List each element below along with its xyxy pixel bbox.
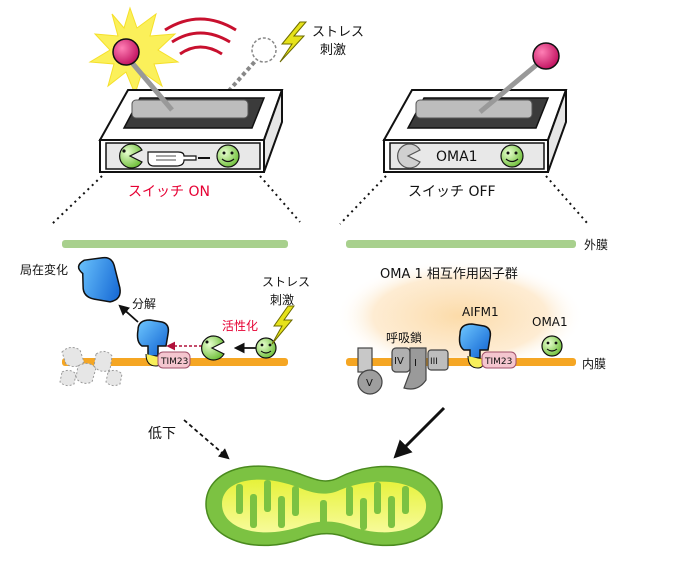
stress-label-top-line1: ストレス bbox=[312, 25, 364, 40]
aifm1-protein bbox=[458, 323, 492, 359]
stress-left-line1: ストレス bbox=[262, 275, 310, 289]
outer-membrane-left bbox=[62, 240, 288, 248]
stress-left-line2: 刺激 bbox=[270, 293, 294, 307]
switch-off-group: OMA1 スイッチ OFF bbox=[339, 42, 589, 225]
outer-membrane-label: 外膜 bbox=[584, 238, 608, 252]
complex-iii: III bbox=[427, 349, 449, 371]
inactive-oma1-smiley bbox=[255, 337, 277, 359]
interactor-halo bbox=[336, 260, 584, 372]
dashed-arrow-to-mito bbox=[183, 419, 230, 460]
stress-label-top-line2: 刺激 bbox=[320, 43, 346, 58]
decrease-label: 低下 bbox=[148, 426, 176, 442]
zoom-line-left-a bbox=[51, 175, 103, 225]
tim23-right-label: TIM23 bbox=[484, 357, 512, 367]
switch-knob bbox=[112, 38, 140, 66]
left-membrane-panel: 局在変化 分解 TIM23 活性化 bbox=[20, 240, 310, 387]
pointing-hand-icon bbox=[147, 151, 210, 167]
svg-text:V: V bbox=[366, 378, 373, 389]
bottom-outcome: 低下 bbox=[148, 406, 446, 547]
switch-lever bbox=[126, 56, 174, 112]
switch-on-group: ストレス 刺激 スイッチ ON bbox=[51, 6, 364, 225]
switch-lever-off bbox=[478, 60, 542, 114]
switch-off-panel-text: OMA1 bbox=[436, 149, 478, 165]
smiley-off-icon bbox=[500, 144, 524, 168]
pacman-gray-icon bbox=[397, 143, 421, 169]
switch-box-side-off bbox=[547, 89, 567, 173]
svg-text:I: I bbox=[414, 358, 417, 369]
active-oma1-pacman bbox=[201, 335, 225, 361]
interactor-group-title: OMA 1 相互作用因子群 bbox=[380, 267, 518, 282]
complex-i: I bbox=[403, 347, 427, 390]
switch-off-label: スイッチ OFF bbox=[408, 184, 496, 200]
relocalization-label: 局在変化 bbox=[20, 262, 68, 277]
zoom-line-right-b bbox=[545, 175, 589, 225]
switch-box-side bbox=[263, 89, 283, 173]
substrate-protein bbox=[136, 319, 170, 357]
switch-on-label: スイッチ ON bbox=[128, 184, 210, 200]
aifm1-label: AIFM1 bbox=[462, 305, 499, 319]
complex-v: V bbox=[357, 347, 383, 395]
switch-knob-off bbox=[532, 42, 560, 70]
mito-cristae bbox=[236, 480, 409, 530]
complex-iv: IV bbox=[391, 347, 411, 373]
oma1-right-smiley bbox=[541, 335, 563, 357]
right-membrane-panel: 外膜 OMA 1 相互作用因子群 内膜 呼吸鎖 V IV I III bbox=[336, 238, 608, 395]
ghost-lever bbox=[208, 56, 260, 114]
zoom-line-right-a bbox=[339, 175, 387, 225]
signal-waves-icon bbox=[164, 17, 237, 56]
switch-slot-plate bbox=[131, 99, 249, 119]
outer-membrane-right bbox=[346, 240, 576, 248]
ghost-knob bbox=[251, 37, 277, 63]
active-oma1-eye bbox=[205, 340, 209, 344]
lightning-left-icon bbox=[271, 305, 295, 345]
activation-label: 活性化 bbox=[222, 319, 258, 333]
respiratory-chain-label: 呼吸鎖 bbox=[386, 330, 422, 345]
respiratory-complexes: V IV I III bbox=[357, 347, 449, 395]
zoom-line-left-b bbox=[259, 175, 301, 223]
tim23-left-label: TIM23 bbox=[160, 357, 188, 367]
svg-text:III: III bbox=[430, 357, 438, 367]
pacman-eye bbox=[122, 149, 126, 153]
smiley-icon bbox=[216, 144, 240, 168]
degraded-fragments bbox=[59, 346, 123, 387]
inner-membrane-right bbox=[346, 358, 576, 366]
svg-text:IV: IV bbox=[394, 356, 404, 367]
relocalized-protein bbox=[77, 256, 121, 303]
tim23-left bbox=[157, 351, 191, 369]
arrow-to-relocalization bbox=[118, 304, 139, 323]
cleavage-label: 分解 bbox=[132, 297, 156, 311]
switch-slot-plate-off bbox=[415, 99, 533, 119]
mitochondrion bbox=[205, 465, 443, 547]
tim23-right bbox=[481, 351, 517, 369]
solid-arrow-to-mito bbox=[393, 406, 446, 459]
inner-membrane-label: 内膜 bbox=[582, 357, 606, 371]
oma1-right-label: OMA1 bbox=[532, 315, 568, 329]
lightning-icon bbox=[279, 21, 308, 63]
